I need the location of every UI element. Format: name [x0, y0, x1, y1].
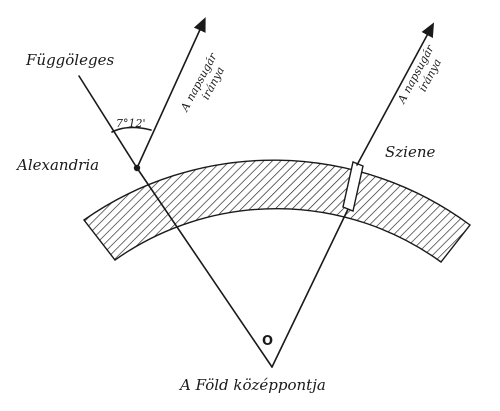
- center-mark: O: [262, 334, 273, 349]
- syene-well: [342, 161, 364, 212]
- angle-label: 7°12': [116, 117, 146, 130]
- earth-center-label: A Föld középpontja: [178, 376, 326, 394]
- sun-direction-label-2: A napsugár iránya: [395, 40, 450, 112]
- alexandria-label: Alexandria: [15, 156, 99, 174]
- alexandria-point: [133, 164, 141, 172]
- angle-arc: [111, 126, 152, 133]
- syene-label: Sziene: [385, 143, 436, 161]
- sun-ray-alexandria: [136, 17, 206, 169]
- alexandria-radius-line: [136, 167, 273, 368]
- sun-ray-syene: [356, 22, 435, 166]
- earth-crust-band: [82, 159, 471, 263]
- syene-radius-line: [271, 204, 351, 368]
- vertical-label: Függöleges: [25, 51, 114, 69]
- vertical-line: [78, 75, 138, 169]
